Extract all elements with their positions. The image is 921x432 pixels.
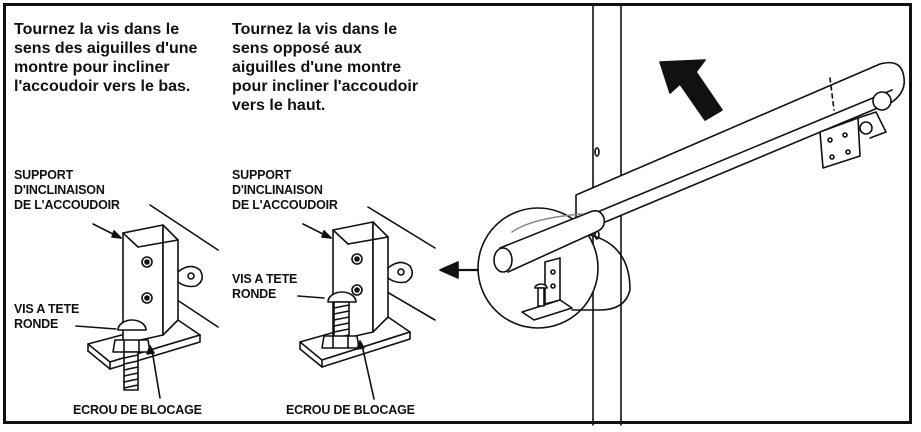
label-screw-right: VIS A TETE RONDE [232,272,298,301]
bracket-detail-left [75,204,219,399]
armrest-illustration [439,5,906,426]
label-locknut-left: ECROU DE BLOCAGE [73,403,202,417]
label-locknut-right: ECROU DE BLOCAGE [286,403,415,417]
diagram-frame [3,3,912,424]
label-screw-left: VIS A TETE RONDE [14,302,80,331]
label-bracket-left: SUPPORT D'INCLINAISON DE L'ACCOUDOIR [14,168,120,212]
instruction-counterclockwise: Tournez la vis dans le sens opposé aux a… [232,21,419,114]
label-bracket-right: SUPPORT D'INCLINAISON DE L'ACCOUDOIR [232,168,338,212]
left-arrow-icon [439,261,459,279]
up-right-arrow-icon [659,59,723,121]
instruction-clockwise: Tournez la vis dans le sens des aiguille… [14,21,198,95]
bracket-detail-right [297,206,436,400]
